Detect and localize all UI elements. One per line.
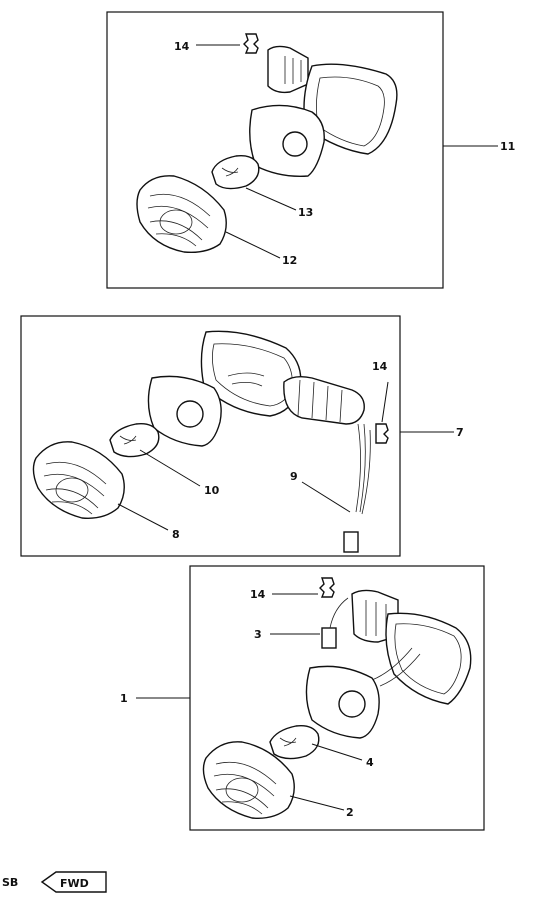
callout-8: 8	[172, 528, 180, 541]
assembly-top-frame	[106, 11, 444, 289]
callout-13: 13	[298, 206, 313, 219]
bulb-4	[269, 724, 320, 760]
clip-14-top	[243, 33, 259, 54]
callout-3: 3	[254, 628, 262, 641]
footer-code: SB	[2, 876, 18, 889]
turn-signal-housing-bottom	[351, 589, 472, 705]
callout-14-middle: 14	[372, 360, 388, 373]
connector-3	[321, 597, 349, 649]
wire-harness-9	[343, 423, 371, 553]
callout-9: 9	[290, 470, 298, 483]
callout-1: 1	[120, 692, 128, 705]
bulb-13	[211, 154, 260, 190]
turn-signal-housing-top	[267, 45, 398, 155]
forward-arrow-label: FWD	[60, 877, 89, 890]
bulb-10	[109, 422, 160, 458]
assembly-middle-group	[20, 315, 454, 557]
callout-14-top: 14	[174, 40, 190, 53]
footer-marks: SB FWD	[2, 871, 107, 893]
lens-12	[136, 175, 227, 254]
callout-11: 11	[500, 140, 515, 153]
callout-10: 10	[204, 484, 220, 497]
forward-arrow-icon: FWD	[40, 871, 107, 893]
assembly-top-group	[106, 11, 498, 289]
callout-7: 7	[456, 426, 464, 439]
lens-holder-middle	[147, 375, 222, 447]
lens-holder-top	[249, 104, 325, 177]
lens-holder-bottom	[305, 665, 380, 739]
clip-14-middle	[375, 423, 389, 444]
clip-14-bottom	[319, 577, 335, 598]
assembly-middle-frame	[20, 315, 401, 557]
callout-2: 2	[346, 806, 354, 819]
callout-14-bottom: 14	[250, 588, 266, 601]
lens-8	[32, 441, 125, 519]
turn-signal-housing-middle	[200, 330, 365, 425]
lens-2	[202, 741, 295, 819]
callout-4: 4	[366, 756, 374, 769]
assembly-bottom-group	[136, 565, 485, 831]
callout-12: 12	[282, 254, 297, 267]
